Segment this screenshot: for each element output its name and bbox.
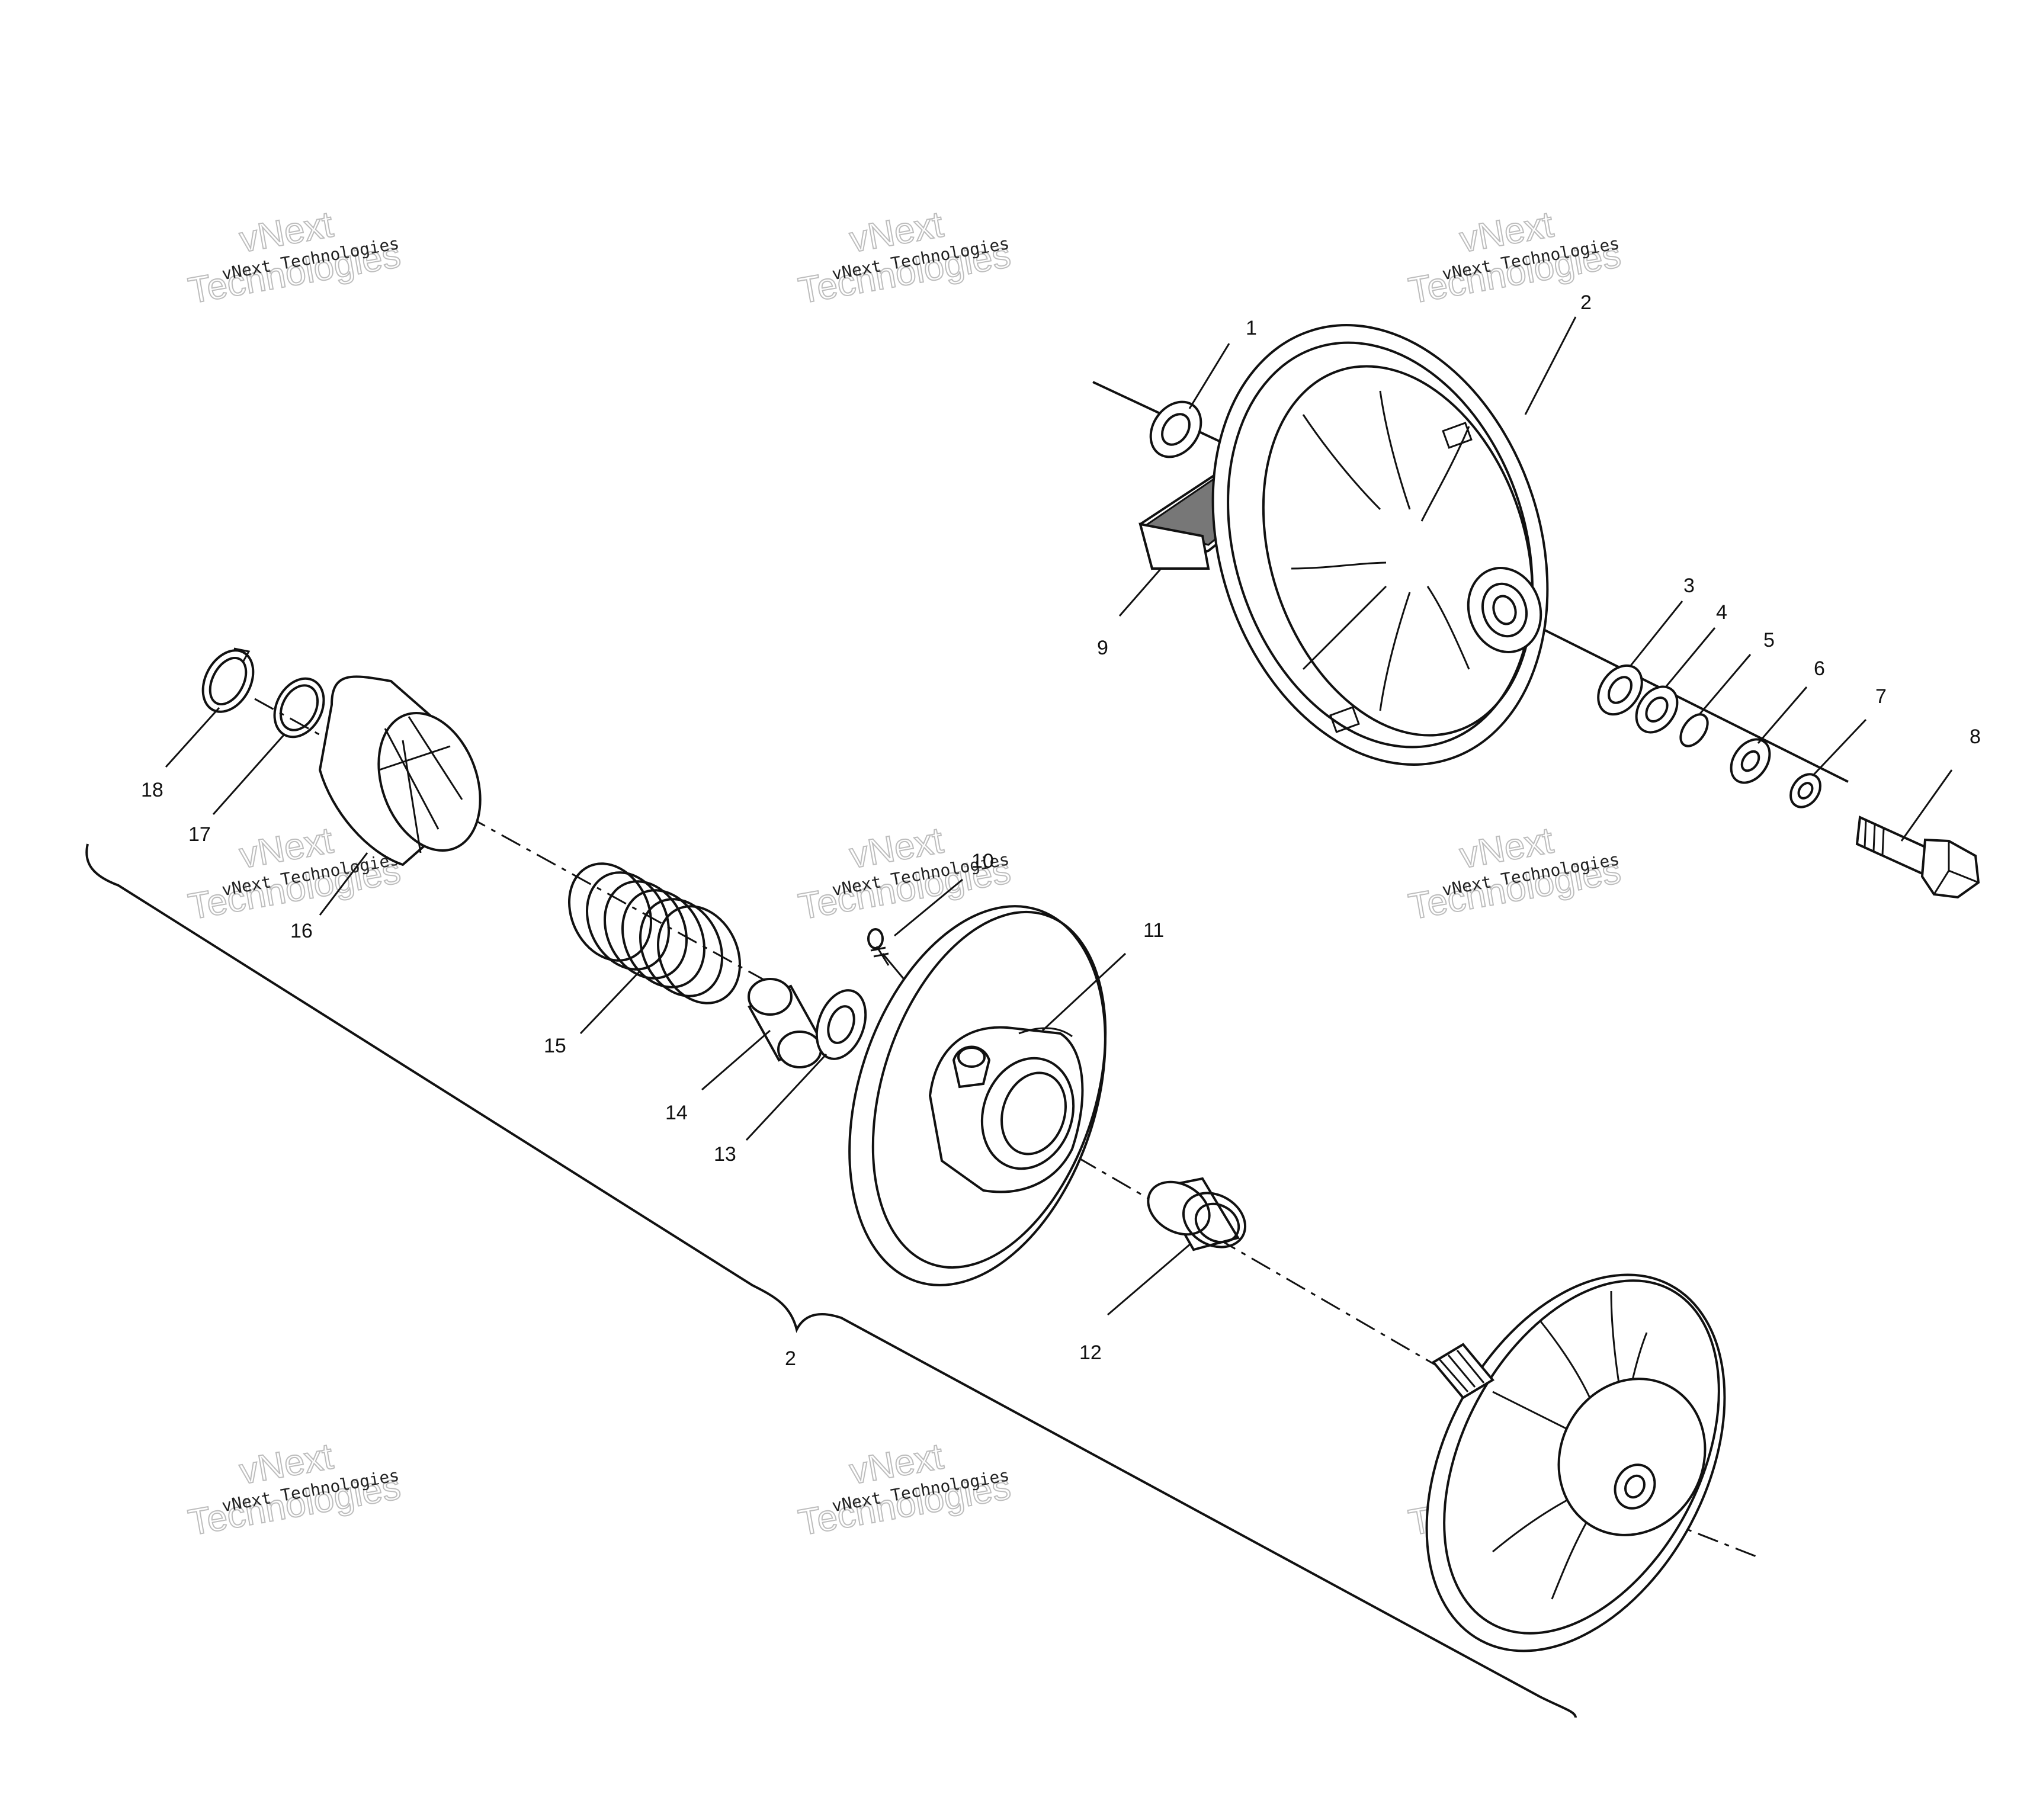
callout-12: 12	[1079, 1341, 1102, 1364]
part-12-bearing	[1147, 1177, 1247, 1251]
lower-axis-middle	[1042, 1136, 1452, 1375]
lower-axis-end	[1622, 1503, 1760, 1559]
part-18-snap-ring	[201, 647, 255, 713]
callout-14: 14	[665, 1102, 688, 1124]
watermark: vNext Technologies vNext Technologies	[185, 203, 404, 312]
watermark: vNext Technologies vNext Technologies	[795, 203, 1014, 312]
callout-8: 8	[1970, 726, 1981, 748]
part-5-snap-ring	[1679, 713, 1709, 747]
callout-3: 3	[1683, 574, 1695, 597]
callout-16: 16	[290, 920, 313, 942]
watermark: vNext Technologies vNext Technologies	[1405, 819, 1624, 928]
callout-5: 5	[1763, 629, 1775, 651]
callouts: 1 2 3 4 5 6 7 8 9 10 11 12 13 14 15 16 1…	[141, 291, 1981, 1370]
callout-13: 13	[714, 1143, 736, 1166]
callout-9: 9	[1097, 637, 1108, 659]
part-4-washer	[1635, 685, 1679, 734]
callout-2-upper: 2	[1580, 291, 1592, 314]
watermark: vNext Technologies vNext Technologies	[185, 1435, 404, 1544]
callout-17: 17	[188, 823, 211, 846]
callout-2-group: 2	[785, 1347, 796, 1370]
callout-4: 4	[1716, 601, 1727, 624]
part-13-washer	[815, 989, 867, 1060]
callout-6: 6	[1814, 657, 1825, 680]
part-15-spring	[568, 862, 741, 1004]
upper-axis-right	[1516, 615, 1849, 783]
callout-15: 15	[544, 1035, 566, 1057]
part-14-bushing	[748, 978, 822, 1068]
callout-7: 7	[1875, 685, 1887, 708]
upper-assembly	[1092, 324, 1980, 899]
watermark: vNext Technologies vNext Technologies	[795, 1435, 1014, 1544]
leader-lines	[165, 316, 1953, 1316]
part-1-washer	[1149, 400, 1202, 458]
part-11-movable-sheave	[848, 905, 1107, 1286]
lower-assembly	[85, 647, 1760, 1718]
part-driven-sheave-upper	[1211, 324, 1549, 766]
group-bracket	[85, 843, 1577, 1718]
callout-10: 10	[971, 850, 994, 872]
part-16-spring-cover	[318, 675, 482, 866]
callout-18: 18	[141, 779, 163, 801]
callout-11: 11	[1143, 919, 1164, 942]
callout-1: 1	[1246, 317, 1257, 339]
part-6-washer	[1730, 738, 1771, 784]
part-8-bolt	[1855, 816, 1980, 899]
part-17-washer	[273, 677, 325, 739]
part-stationary-sheave-lower	[1425, 1273, 1726, 1652]
part-3-washer	[1597, 664, 1643, 716]
part-7-lock-washer	[1789, 773, 1821, 808]
